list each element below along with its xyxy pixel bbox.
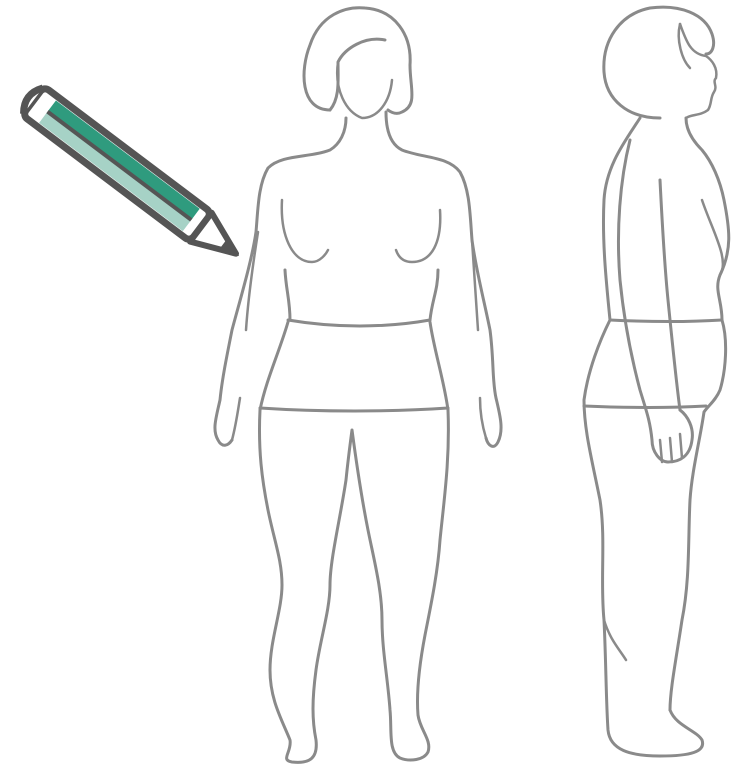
side-figure bbox=[584, 7, 729, 756]
side-back bbox=[584, 118, 703, 756]
side-arm bbox=[618, 140, 692, 462]
pencil-body-dark bbox=[48, 100, 200, 220]
side-waist-line bbox=[610, 320, 722, 322]
front-figure bbox=[215, 8, 501, 763]
front-face bbox=[337, 62, 392, 118]
front-legs bbox=[259, 410, 448, 762]
side-face bbox=[680, 24, 716, 118]
front-hair bbox=[304, 8, 412, 114]
front-torso bbox=[215, 112, 501, 446]
pencil-body-light bbox=[39, 112, 191, 232]
side-front bbox=[670, 118, 729, 710]
front-waist-line bbox=[288, 320, 430, 326]
side-hip-line bbox=[584, 406, 706, 408]
pencil-icon bbox=[18, 83, 251, 271]
front-hip-line bbox=[260, 408, 448, 411]
side-hair bbox=[604, 7, 714, 118]
